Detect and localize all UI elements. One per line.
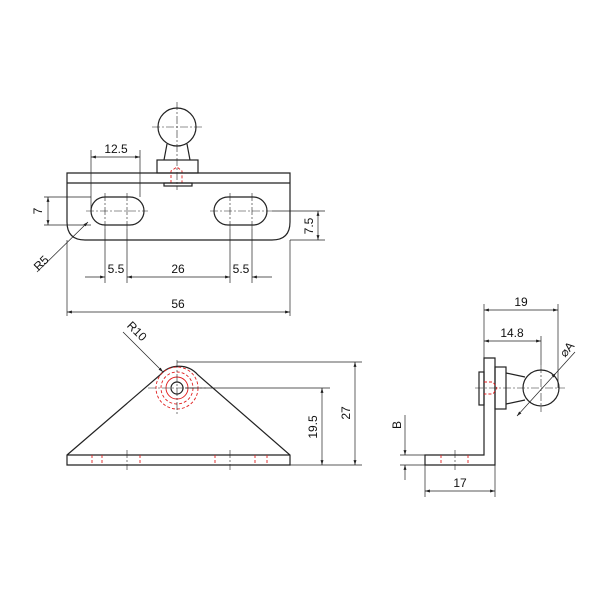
triangular-bracket (66, 365, 291, 466)
dim-slot-height: 7 (31, 207, 45, 214)
dim-slot-right: 5.5 (233, 262, 250, 276)
dim-base-depth: 17 (453, 476, 467, 490)
ball-stud (152, 102, 202, 190)
front-view: R10 19.5 27 (66, 318, 362, 470)
dim-ball-center: 14.8 (500, 326, 524, 340)
dim-overall-width: 56 (171, 297, 185, 311)
dim-thickness: B (390, 421, 404, 429)
dim-slot-left: 5.5 (108, 262, 125, 276)
dim-ball-diameter: ⌀A (557, 339, 578, 360)
dim-corner-radius: R5 (31, 253, 52, 274)
dim-slot-pitch: 12.5 (104, 142, 128, 156)
mounting-plate (66, 172, 291, 241)
dim-slot-offset: 7.5 (302, 217, 316, 234)
top-view: 12.5 7 7.5 R5 5.5 26 5.5 56 (31, 102, 325, 316)
dim-hole-height: 19.5 (306, 415, 320, 439)
dim-ball-reach: 19 (514, 295, 528, 309)
dim-arc-radius: R10 (124, 318, 150, 344)
dim-overall-height: 27 (339, 406, 353, 420)
dim-slot-spacing: 26 (171, 262, 185, 276)
side-view: 19 14.8 ⌀A B 17 (390, 295, 577, 497)
